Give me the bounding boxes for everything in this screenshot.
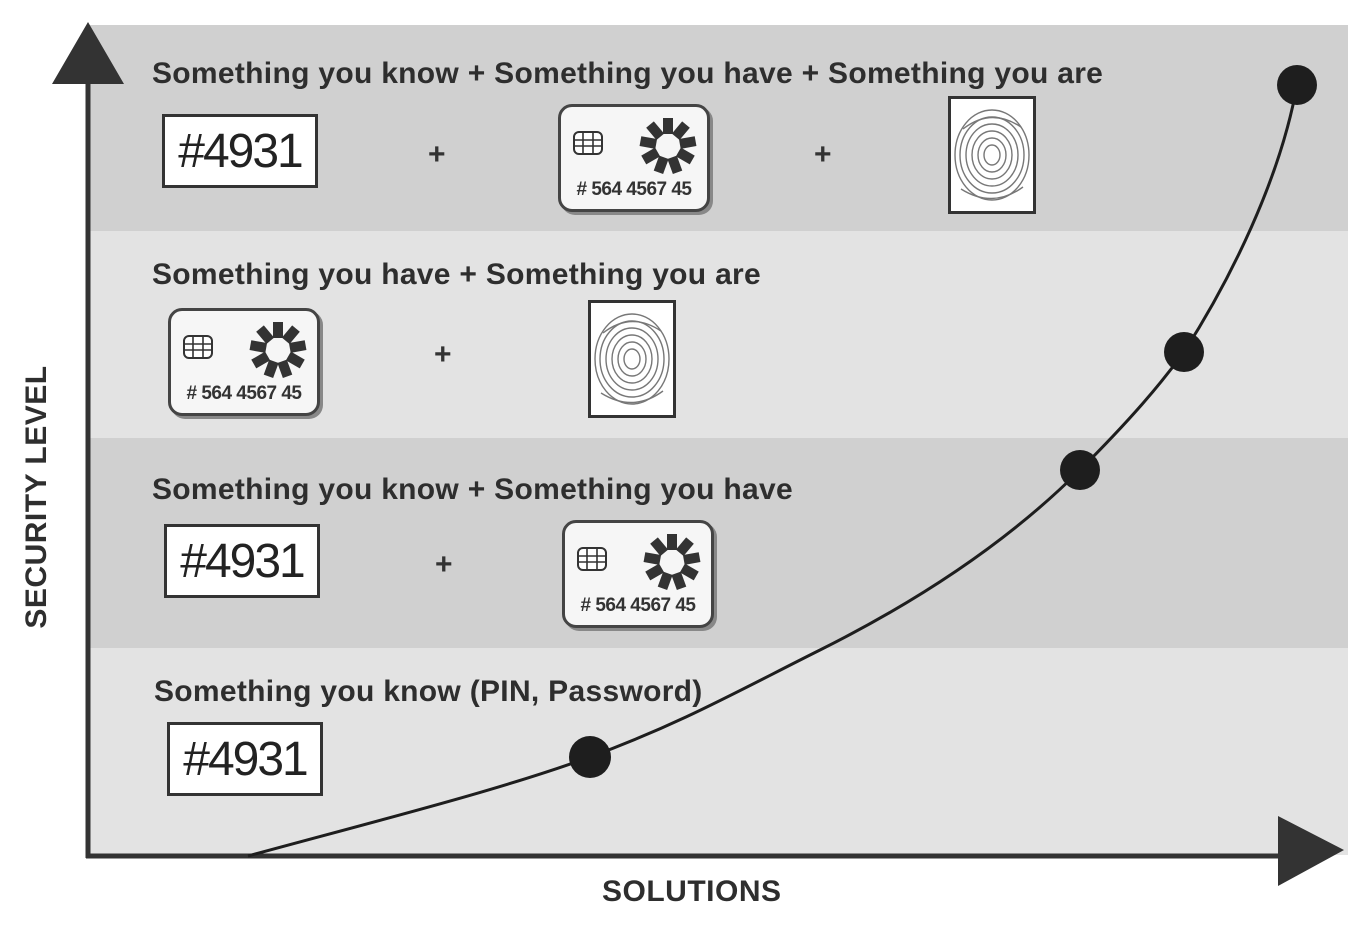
x-axis-arrowhead: [1278, 816, 1344, 886]
pin-code-box: #4931: [164, 524, 320, 598]
smart-card: # 564 4567 45: [168, 308, 320, 416]
level-1-title: Something you know (PIN, Password): [154, 675, 703, 708]
starburst-logo-icon: [641, 531, 703, 598]
smart-card-chip-icon: [573, 131, 603, 160]
security-curve: [247, 84, 1299, 858]
level-3-title: Something you have + Something you are: [152, 258, 762, 291]
smart-card-chip-icon: [183, 335, 213, 364]
level-2-marker: [1060, 450, 1100, 490]
fingerprint-icon: [948, 96, 1036, 214]
level-3-marker: [1164, 332, 1204, 372]
level-4-title: Something you know + Something you have …: [152, 57, 1104, 90]
card-number: # 564 4567 45: [576, 179, 692, 200]
smart-card: # 564 4567 45: [562, 520, 714, 628]
y-axis-arrowhead: [52, 22, 124, 84]
card-number: # 564 4567 45: [186, 383, 302, 404]
pin-code-box: #4931: [167, 722, 323, 796]
starburst-logo-icon: [247, 319, 309, 386]
smart-card-chip-icon: [577, 547, 607, 576]
plus-sign: +: [435, 548, 453, 581]
fingerprint-icon: [588, 300, 676, 418]
starburst-logo-icon: [637, 115, 699, 182]
plus-sign: +: [434, 338, 452, 371]
level-2-title: Something you know + Something you have: [152, 473, 793, 506]
level-1-marker: [569, 736, 611, 778]
x-axis-label: SOLUTIONS: [602, 875, 782, 908]
pin-code-box: #4931: [162, 114, 318, 188]
level-4-marker: [1277, 65, 1317, 105]
plus-sign: +: [814, 138, 832, 171]
smart-card: # 564 4567 45: [558, 104, 710, 212]
y-axis-label: SECURITY LEVEL: [20, 365, 53, 629]
plus-sign: +: [428, 138, 446, 171]
card-number: # 564 4567 45: [580, 595, 696, 616]
